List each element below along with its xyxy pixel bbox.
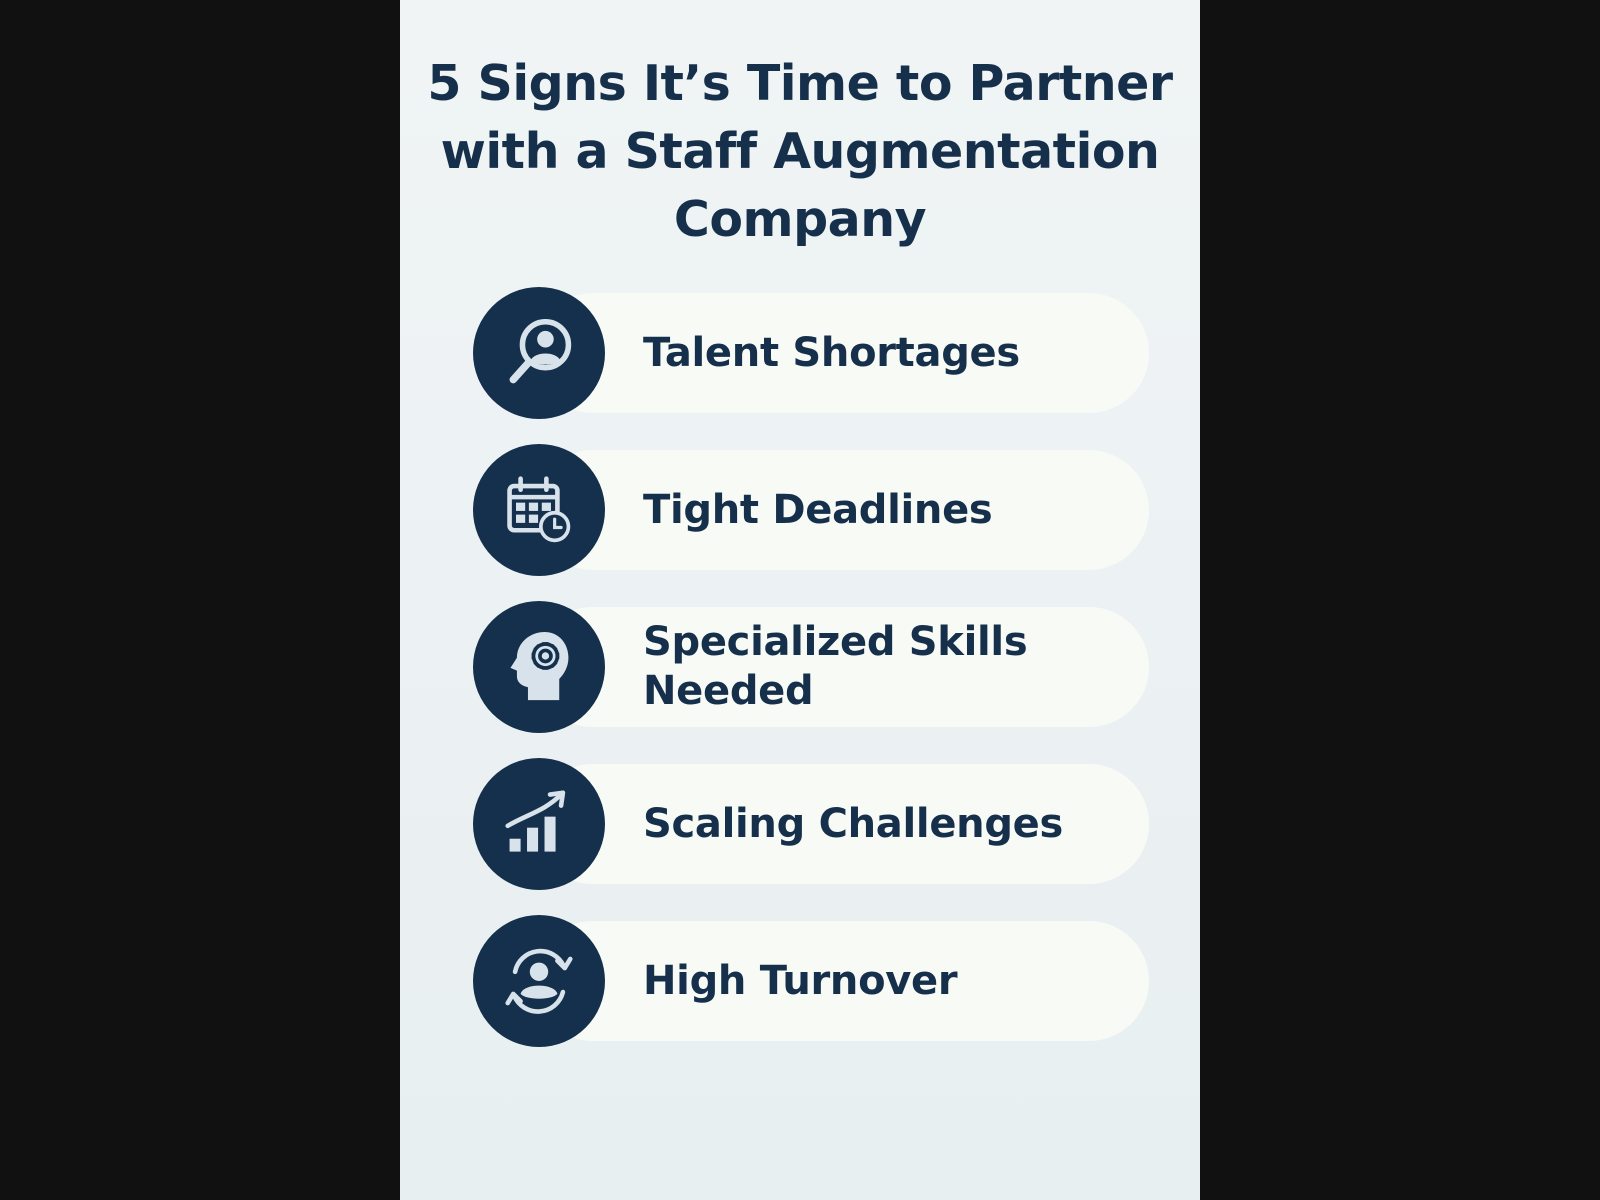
title-line-2: with a Staff Augmentation <box>440 123 1160 180</box>
icon-badge <box>473 601 605 733</box>
sign-pill <box>533 450 1149 570</box>
infographic-title: 5 Signs It’s Time to Partner with a Staf… <box>400 50 1200 254</box>
growth-chart-icon <box>505 790 566 852</box>
person-cycle-icon <box>505 948 573 1014</box>
icon-badge <box>473 758 605 890</box>
infographic-panel: 5 Signs It’s Time to Partner with a Staf… <box>400 0 1200 1200</box>
title-line-3: Company <box>673 191 927 248</box>
sign-pill <box>533 293 1149 413</box>
head-gear-icon <box>510 632 569 701</box>
sign-pill <box>533 921 1149 1041</box>
icon-badge <box>473 915 605 1047</box>
sign-label: Talent Shortages <box>643 329 1020 376</box>
sign-item-tight-deadlines: Tight Deadlines <box>473 444 1149 576</box>
title-line-1: 5 Signs It’s Time to Partner <box>427 55 1173 112</box>
icon-badge <box>473 287 605 419</box>
sign-label: High Turnover <box>643 957 958 1004</box>
sign-item-scaling-challenges: Scaling Challenges <box>473 758 1149 890</box>
sign-label: Scaling Challenges <box>643 800 1063 847</box>
sign-label: Tight Deadlines <box>643 486 993 533</box>
calendar-clock-icon <box>507 476 571 543</box>
sign-item-specialized-skills: Specialized Skills Needed <box>473 601 1149 733</box>
sign-pill <box>533 607 1149 727</box>
magnifier-person-icon <box>509 318 572 384</box>
icon-badge <box>473 444 605 576</box>
sign-pill <box>533 764 1149 884</box>
sign-item-talent-shortages: Talent Shortages <box>473 287 1149 419</box>
sign-label: Specialized Skills Needed <box>643 619 1028 714</box>
sign-item-high-turnover: High Turnover <box>473 915 1149 1047</box>
